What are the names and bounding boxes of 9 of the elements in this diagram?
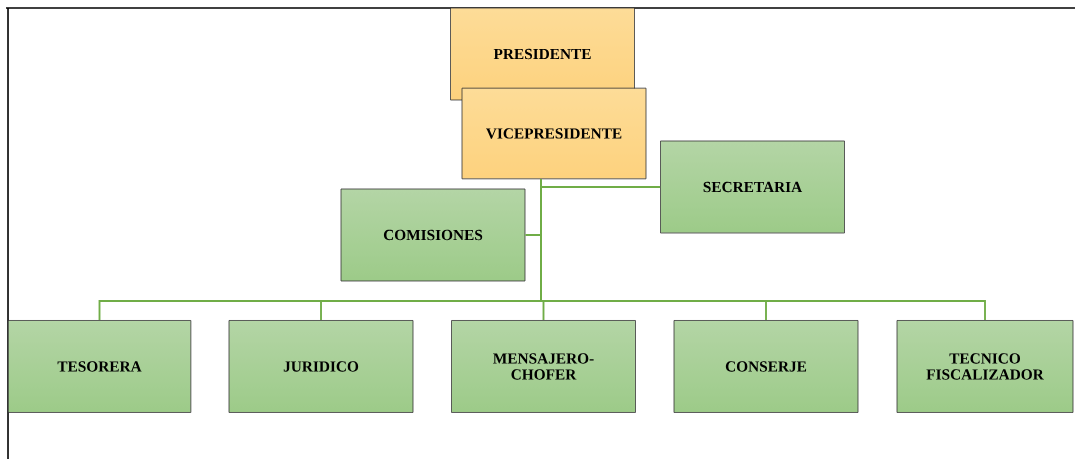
org-box: JURIDICO bbox=[228, 320, 414, 413]
org-box: MENSAJERO-CHOFER bbox=[451, 320, 636, 413]
org-box: SECRETARIA bbox=[660, 140, 845, 234]
org-box: VICEPRESIDENTE bbox=[461, 87, 647, 180]
org-box: TECNICO FISCALIZADOR bbox=[896, 320, 1074, 413]
org-box: COMISIONES bbox=[340, 188, 526, 282]
org-box: TESORERA bbox=[7, 320, 192, 413]
connector-line bbox=[540, 178, 986, 322]
org-box: CONSERJE bbox=[673, 320, 859, 413]
